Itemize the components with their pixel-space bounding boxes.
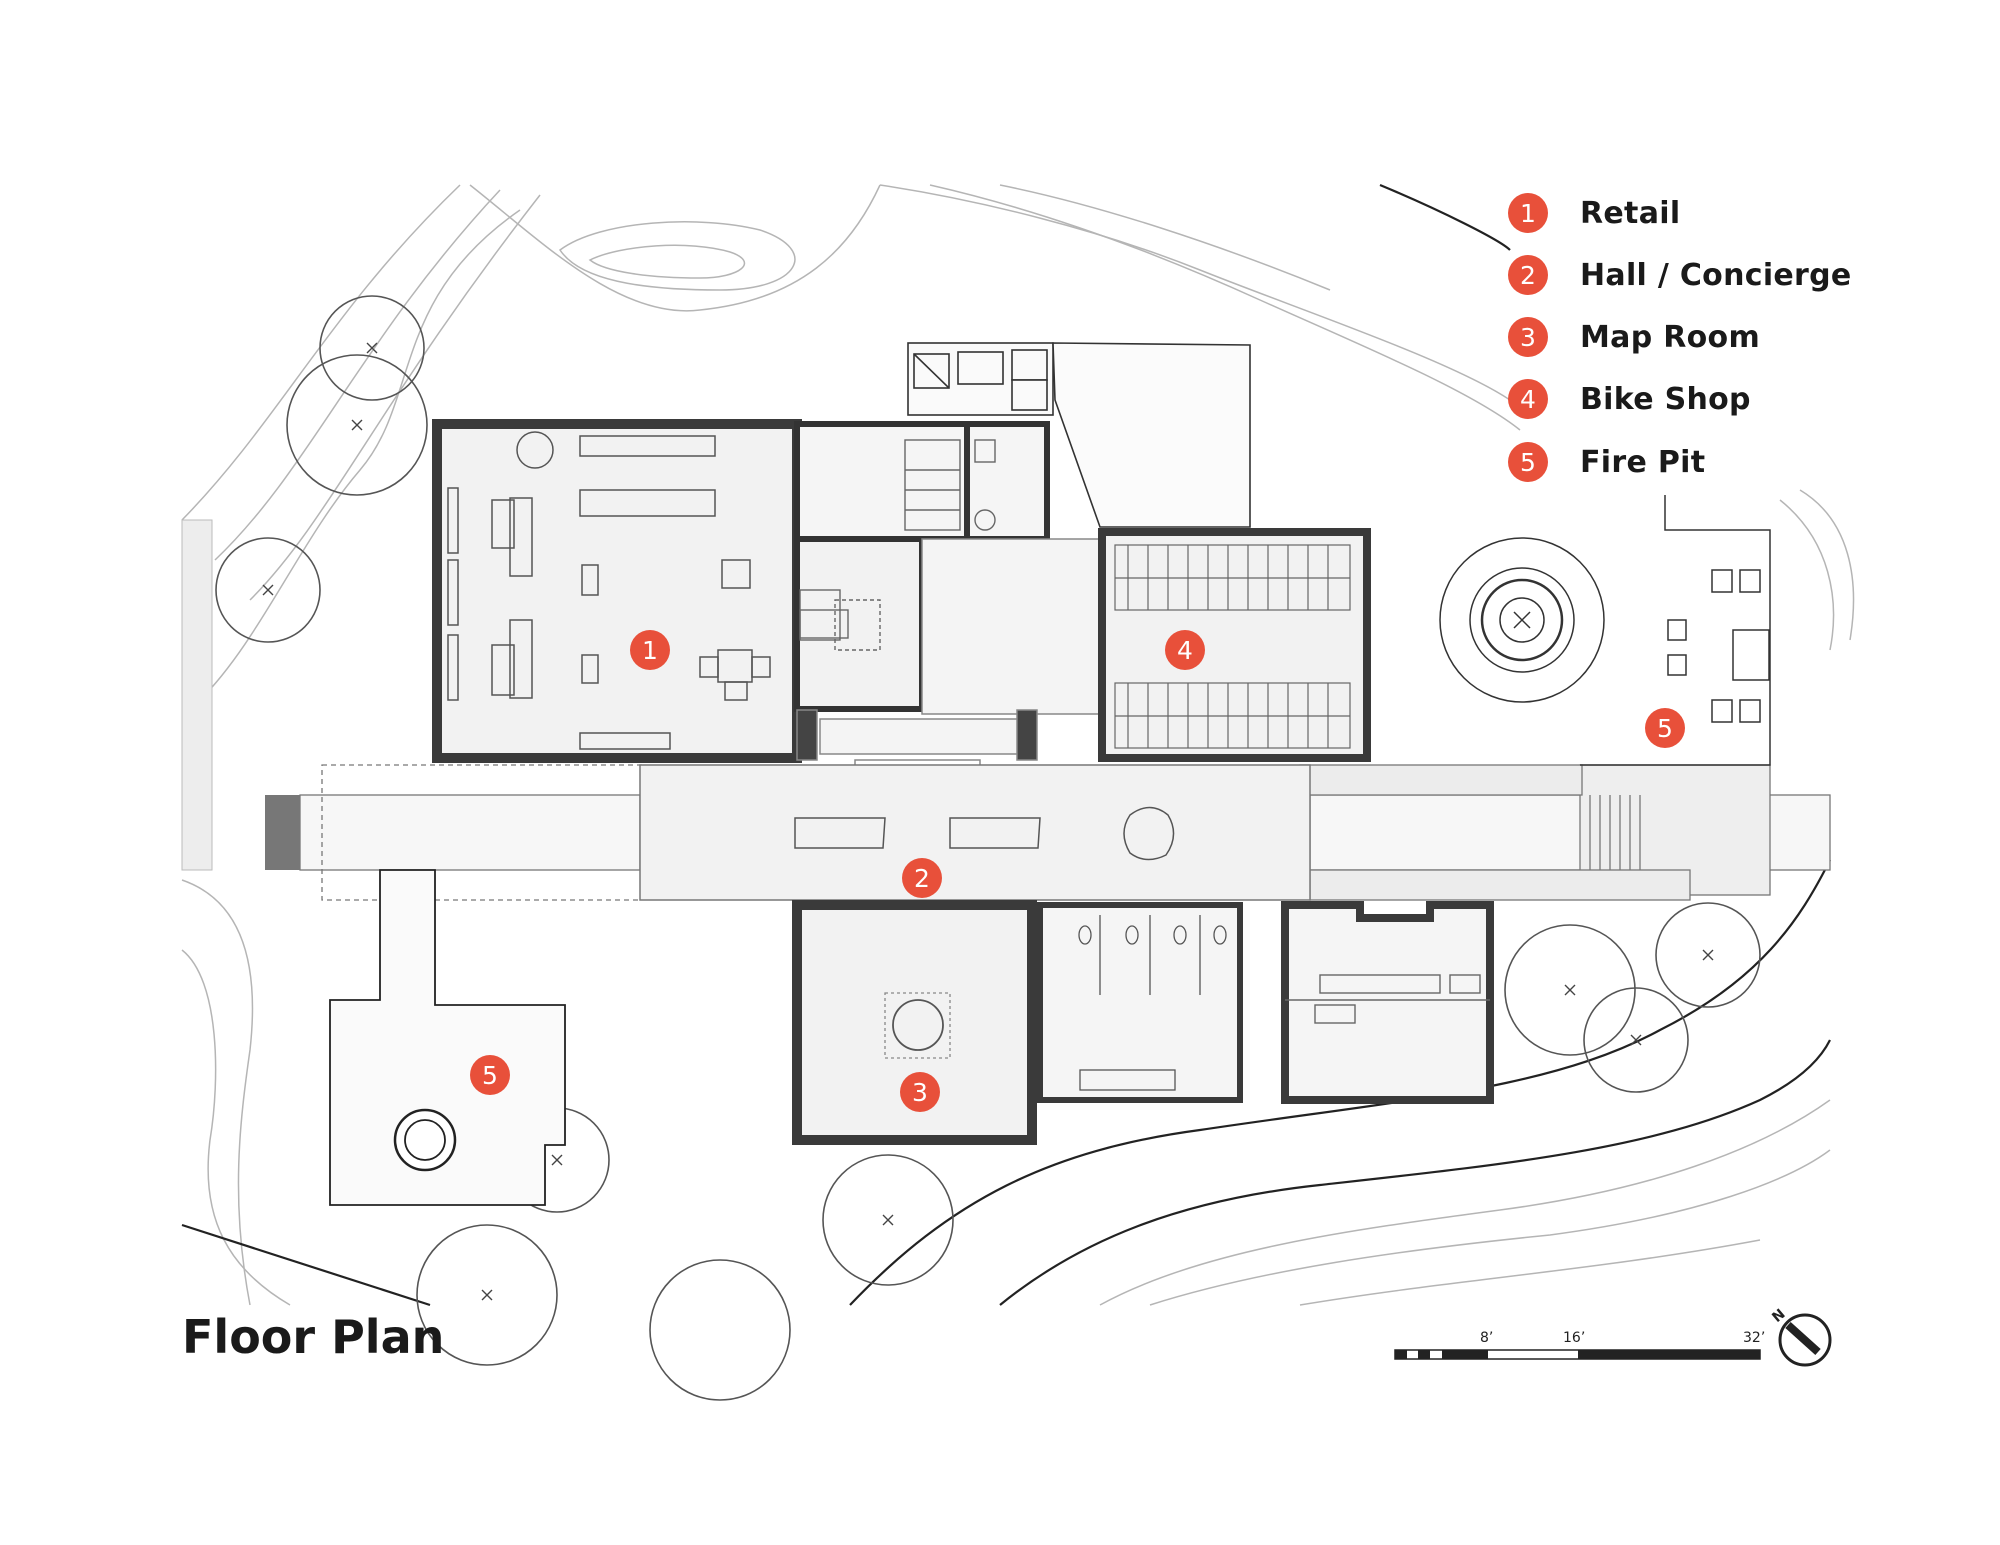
- legend-item-hall: 2 Hall / Concierge: [1508, 251, 1852, 299]
- restrooms: [1037, 902, 1243, 1103]
- legend-label: Fire Pit: [1580, 444, 1706, 480]
- bike-shop-room: [1098, 528, 1371, 762]
- legend-item-bike-shop: 4 Bike Shop: [1508, 375, 1751, 423]
- legend-label: Hall / Concierge: [1580, 257, 1852, 293]
- west-paving: [181, 519, 300, 871]
- legend-item-fire-pit: 5 Fire Pit: [1508, 438, 1705, 486]
- scale-label-32: 32’: [1743, 1330, 1766, 1346]
- marker-map-room: 3: [900, 1072, 940, 1112]
- retail-room: [432, 419, 802, 763]
- legend-badge: 1: [1508, 193, 1548, 233]
- tree-centers: [262, 342, 1714, 1301]
- marker-retail: 1: [630, 630, 670, 670]
- scale-bar: [1394, 1349, 1761, 1360]
- legend-item-retail: 1 Retail: [1508, 189, 1680, 237]
- marker-bike-shop: 4: [1165, 630, 1205, 670]
- trees: [215, 295, 1761, 1401]
- marker-fire-pit-sw: 5: [470, 1055, 510, 1095]
- page-title: Floor Plan: [182, 1310, 445, 1364]
- legend-item-map-room: 3 Map Room: [1508, 313, 1760, 361]
- boardwalk: [299, 764, 1831, 901]
- legend-label: Map Room: [1580, 319, 1760, 355]
- legend-badge: 3: [1508, 317, 1548, 357]
- north-arrow-icon: [1778, 1313, 1832, 1367]
- legend-badge: 5: [1508, 442, 1548, 482]
- marker-fire-pit-e: 5: [1645, 708, 1685, 748]
- scale-label-16: 16’: [1563, 1330, 1586, 1346]
- scale-label-8: 8’: [1480, 1330, 1494, 1346]
- legend-label: Retail: [1580, 195, 1681, 231]
- bike-prep-area: [796, 538, 1103, 773]
- site-contours: [181, 184, 1855, 1306]
- marker-hall: 2: [902, 858, 942, 898]
- fire-pit-terrace-e: [1439, 495, 1771, 766]
- back-of-house: [1281, 901, 1494, 1104]
- legend-label: Bike Shop: [1580, 381, 1751, 417]
- service-block: [794, 421, 1050, 712]
- legend-badge: 2: [1508, 255, 1548, 295]
- legend-badge: 4: [1508, 379, 1548, 419]
- hall-concierge: [639, 764, 1311, 901]
- north-carport: [907, 342, 1251, 528]
- fire-pit-terrace-sw: [329, 869, 566, 1206]
